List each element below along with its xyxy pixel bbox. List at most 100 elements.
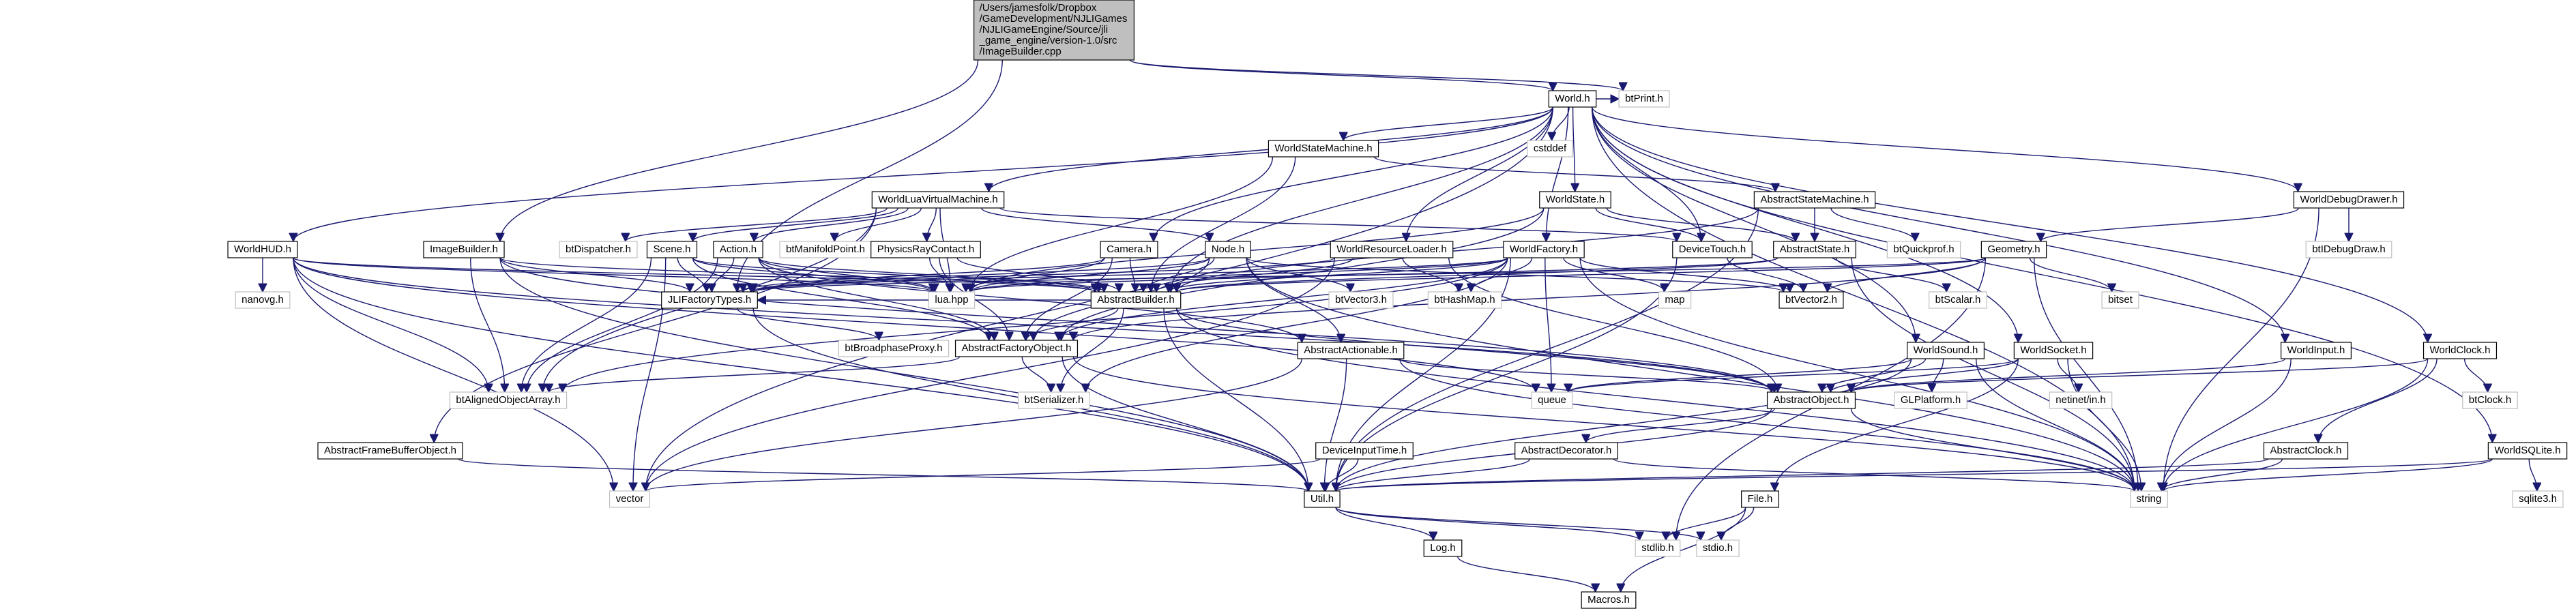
node-box	[2512, 490, 2564, 508]
edge-world-h-to-worldhud-h	[293, 106, 1553, 241]
node-label: AbstractStateMachine.h	[1760, 194, 1869, 205]
node-label: Util.h	[1311, 493, 1334, 505]
edge-worldluavirtualmachine-h-to-scene-h	[693, 207, 899, 242]
node-box	[1100, 241, 1158, 258]
edge-action-h-to-btalignedobjectarray-h	[527, 257, 718, 392]
edge-geometry-h-to-jlifactorytypes-h	[753, 257, 1987, 293]
node-world-h[interactable]: World.h	[1548, 90, 1597, 108]
node-action-h[interactable]: Action.h	[713, 241, 763, 258]
node-box	[227, 241, 298, 258]
edge-abstractactionable-h-to-util-h	[1324, 358, 1347, 491]
node-label: netinet/in.h	[2055, 394, 2105, 406]
node-log-h[interactable]: Log.h	[1423, 539, 1463, 557]
edge-worldhud-h-to-abstractbuilder-h	[293, 257, 1095, 293]
edge-world-h-to-worldstatemachine-h	[1343, 106, 1553, 141]
node-box	[1328, 291, 1394, 309]
node-box	[1779, 291, 1844, 309]
edge-abstractobject-h-to-string	[1850, 408, 2134, 492]
node-box	[1330, 241, 1454, 258]
node-abstractobject-h[interactable]: AbstractObject.h	[1766, 391, 1856, 409]
edge-scene-h-to-abstractbuilder-h	[692, 257, 1099, 293]
node-worldluavirtualmachine-h[interactable]: WorldLuaVirtualMachine.h	[871, 191, 1005, 209]
node-worlddebugdrawer-h[interactable]: WorldDebugDrawer.h	[2293, 191, 2405, 209]
node-label: btPrint.h	[1625, 93, 1663, 104]
node-btalignedobjectarray-h: btAlignedObjectArray.h	[449, 391, 568, 409]
node-node-h[interactable]: Node.h	[1205, 241, 1251, 258]
node-worldsqlite-h[interactable]: WorldSQLite.h	[2487, 442, 2568, 460]
node-worldclock-h[interactable]: WorldClock.h	[2423, 342, 2498, 359]
node-label: AbstractFactoryObject.h	[962, 342, 1072, 354]
edge-worldresourceloader-h-to-jlifactorytypes-h	[753, 257, 1335, 293]
node-geometry-h[interactable]: Geometry.h	[1980, 241, 2047, 258]
node-label: ImageBuilder.h	[430, 243, 498, 255]
node-worldsocket-h[interactable]: WorldSocket.h	[2013, 342, 2094, 359]
edge-camera-h-to-jlifactorytypes-h	[743, 257, 1105, 293]
node-worldstate-h[interactable]: WorldState.h	[1539, 191, 1611, 209]
edge-log-h-to-macros-h	[1457, 556, 1596, 593]
node-abstractstate-h[interactable]: AbstractState.h	[1773, 241, 1856, 258]
node-worldresourceloader-h[interactable]: WorldResourceLoader.h	[1330, 241, 1454, 258]
node-worldfactory-h[interactable]: WorldFactory.h	[1503, 241, 1585, 258]
edge-worldluavirtualmachine-h-to-btdispatcher-h	[626, 207, 888, 242]
node-worldsound-h[interactable]: WorldSound.h	[1907, 342, 1985, 359]
node-root[interactable]: /Users/jamesfolk/Dropbox/GameDevelopment…	[974, 0, 1135, 61]
node-worldinput-h[interactable]: WorldInput.h	[2281, 342, 2352, 359]
node-box	[713, 241, 763, 258]
edge-worldinput-h-to-abstractobject-h	[1851, 358, 2286, 393]
node-imagebuilder-h[interactable]: ImageBuilder.h	[423, 241, 505, 258]
node-box	[449, 391, 568, 409]
node-jlifactorytypes-h[interactable]: JLIFactoryTypes.h	[661, 291, 758, 309]
edge-abstractbuilder-h-to-abstractfactoryobject-h	[1026, 308, 1119, 341]
edge-util-h-to-stdio-h	[1335, 507, 1701, 541]
node-label: btIDebugDraw.h	[2312, 243, 2386, 255]
node-label: btClock.h	[2469, 394, 2512, 406]
edge-root-to-imagebuilder-h	[500, 59, 979, 241]
node-label: lua.hpp	[935, 294, 968, 306]
node-label: btVector2.h	[1785, 294, 1837, 306]
node-label: AbstractFrameBufferObject.h	[324, 445, 456, 456]
node-box	[1514, 442, 1618, 460]
edge-action-h-to-lua-hpp	[758, 257, 935, 293]
node-deviceinputtime-h[interactable]: DeviceInputTime.h	[1315, 442, 1414, 460]
node-util-h[interactable]: Util.h	[1304, 490, 1341, 508]
node-box	[1907, 342, 1985, 359]
edge-worldclock-h-to-btclock-h	[2463, 358, 2488, 393]
node-worldhud-h[interactable]: WorldHUD.h	[227, 241, 298, 258]
node-label: WorldHUD.h	[234, 243, 291, 255]
node-macros-h[interactable]: Macros.h	[1581, 591, 1637, 609]
node-scene-h[interactable]: Scene.h	[646, 241, 698, 258]
node-abstractframebufferobject-h[interactable]: AbstractFrameBufferObject.h	[317, 442, 463, 460]
node-btvector2-h[interactable]: btVector2.h	[1779, 291, 1844, 309]
node-box	[928, 291, 976, 309]
node-btmanifoldpoint-h: btManifoldPoint.h	[779, 241, 872, 258]
node-file-h[interactable]: File.h	[1741, 490, 1779, 508]
node-stdlib-h: stdlib.h	[1635, 539, 1681, 557]
node-box	[1423, 539, 1463, 557]
node-box	[2305, 241, 2392, 258]
edge-node-h-to-btvector3-h	[1246, 257, 1350, 293]
node-abstractactionable-h[interactable]: AbstractActionable.h	[1297, 342, 1405, 359]
edge-abstractbuilder-h-to-string	[1176, 308, 2135, 491]
edge-world-h-to-worldfactory-h	[1546, 106, 1569, 241]
node-abstractbuilder-h[interactable]: AbstractBuilder.h	[1090, 291, 1182, 309]
node-physicsraycontact-h[interactable]: PhysicsRayContact.h	[870, 241, 981, 258]
node-devicetouch-h[interactable]: DeviceTouch.h	[1672, 241, 1753, 258]
node-label: Log.h	[1430, 542, 1456, 554]
edge-worldfactory-h-to-abstractbuilder-h	[1169, 257, 1508, 293]
edge-geometry-h-to-btvector2-h	[1828, 257, 1987, 293]
node-label: btManifoldPoint.h	[786, 243, 865, 255]
edge-worldstatemachine-h-to-abstractbuilder-h	[1151, 156, 1296, 292]
node-worldstatemachine-h[interactable]: WorldStateMachine.h	[1268, 140, 1379, 158]
node-nanovg-h: nanovg.h	[235, 291, 291, 309]
node-label: JLIFactoryTypes.h	[668, 294, 752, 306]
node-box	[954, 340, 1079, 357]
edge-abstractstate-h-to-btscalar-h	[1835, 257, 1947, 293]
edge-worldfactory-h-to-bthashmap-h	[1471, 257, 1533, 293]
edge-worldresourceloader-h-to-abstractbuilder-h	[1156, 257, 1354, 293]
node-abstractdecorator-h[interactable]: AbstractDecorator.h	[1514, 442, 1618, 460]
node-camera-h[interactable]: Camera.h	[1100, 241, 1158, 258]
node-abstractfactoryobject-h[interactable]: AbstractFactoryObject.h	[954, 340, 1079, 357]
node-abstractstatemachine-h[interactable]: AbstractStateMachine.h	[1753, 191, 1876, 209]
edge-worldfactory-h-to-btvector2-h	[1579, 257, 1789, 293]
node-abstractclock-h[interactable]: AbstractClock.h	[2263, 442, 2349, 460]
